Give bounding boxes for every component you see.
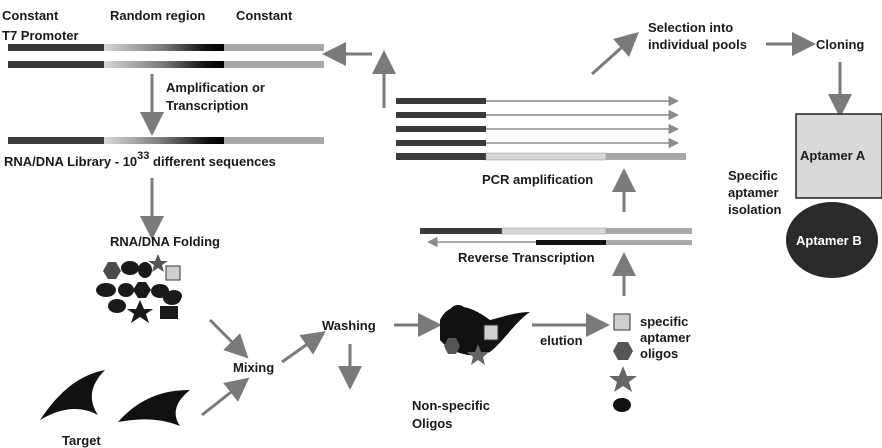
label-library: RNA/DNA Library - 1033 different sequenc… xyxy=(4,150,276,169)
label-constant-right: Constant xyxy=(236,8,293,23)
label-t7-promoter: T7 Promoter xyxy=(2,28,79,43)
label-random-region: Random region xyxy=(110,8,205,23)
specific-oligos xyxy=(609,313,637,412)
top-strands xyxy=(8,44,324,68)
reverse-transcription-strands xyxy=(420,227,692,248)
label-target: Target xyxy=(62,433,101,448)
label-reverse-transcription: Reverse Transcription xyxy=(458,250,595,265)
pcr-strands xyxy=(396,95,686,161)
arrow-to-selection xyxy=(590,31,639,76)
arrow-mixing-to-washing xyxy=(281,331,326,364)
hexagon-icon xyxy=(103,262,121,279)
label-specific-2: aptamer xyxy=(640,330,691,345)
target-shapes xyxy=(40,370,190,426)
star-icon-2 xyxy=(127,300,153,323)
label-amplification-1: Amplification or xyxy=(166,80,265,95)
label-cloning: Cloning xyxy=(816,37,864,52)
label-constant-left: Constant xyxy=(2,8,59,23)
label-elution: elution xyxy=(540,333,583,348)
arrow-folding-to-mixing xyxy=(208,318,249,359)
label-folding: RNA/DNA Folding xyxy=(110,234,220,249)
label-amplification-2: Transcription xyxy=(166,98,248,113)
label-selection-2: individual pools xyxy=(648,37,747,52)
arrow-target-to-mixing xyxy=(201,377,250,417)
target-aptamer-complex xyxy=(440,305,530,365)
label-aptamer-b: Aptamer B xyxy=(796,233,862,248)
label-washing: Washing xyxy=(322,318,376,333)
label-isolation-3: isolation xyxy=(728,202,782,217)
label-isolation-2: aptamer xyxy=(728,185,779,200)
label-aptamer-a: Aptamer A xyxy=(800,148,866,163)
label-nonspecific-2: Oligos xyxy=(412,416,452,431)
label-nonspecific-1: Non-specific xyxy=(412,398,490,413)
aptamer-b-ellipse xyxy=(786,202,878,278)
label-selection-1: Selection into xyxy=(648,20,733,35)
label-mixing: Mixing xyxy=(233,360,274,375)
aptamer-a-box xyxy=(795,113,882,199)
folded-molecules xyxy=(96,254,182,323)
label-specific-1: specific xyxy=(640,314,688,329)
library-strand xyxy=(8,137,324,144)
square-icon xyxy=(165,265,181,281)
label-specific-3: oligos xyxy=(640,346,678,361)
label-isolation-1: Specific xyxy=(728,168,778,183)
star-icon xyxy=(148,254,168,272)
label-pcr: PCR amplification xyxy=(482,172,593,187)
